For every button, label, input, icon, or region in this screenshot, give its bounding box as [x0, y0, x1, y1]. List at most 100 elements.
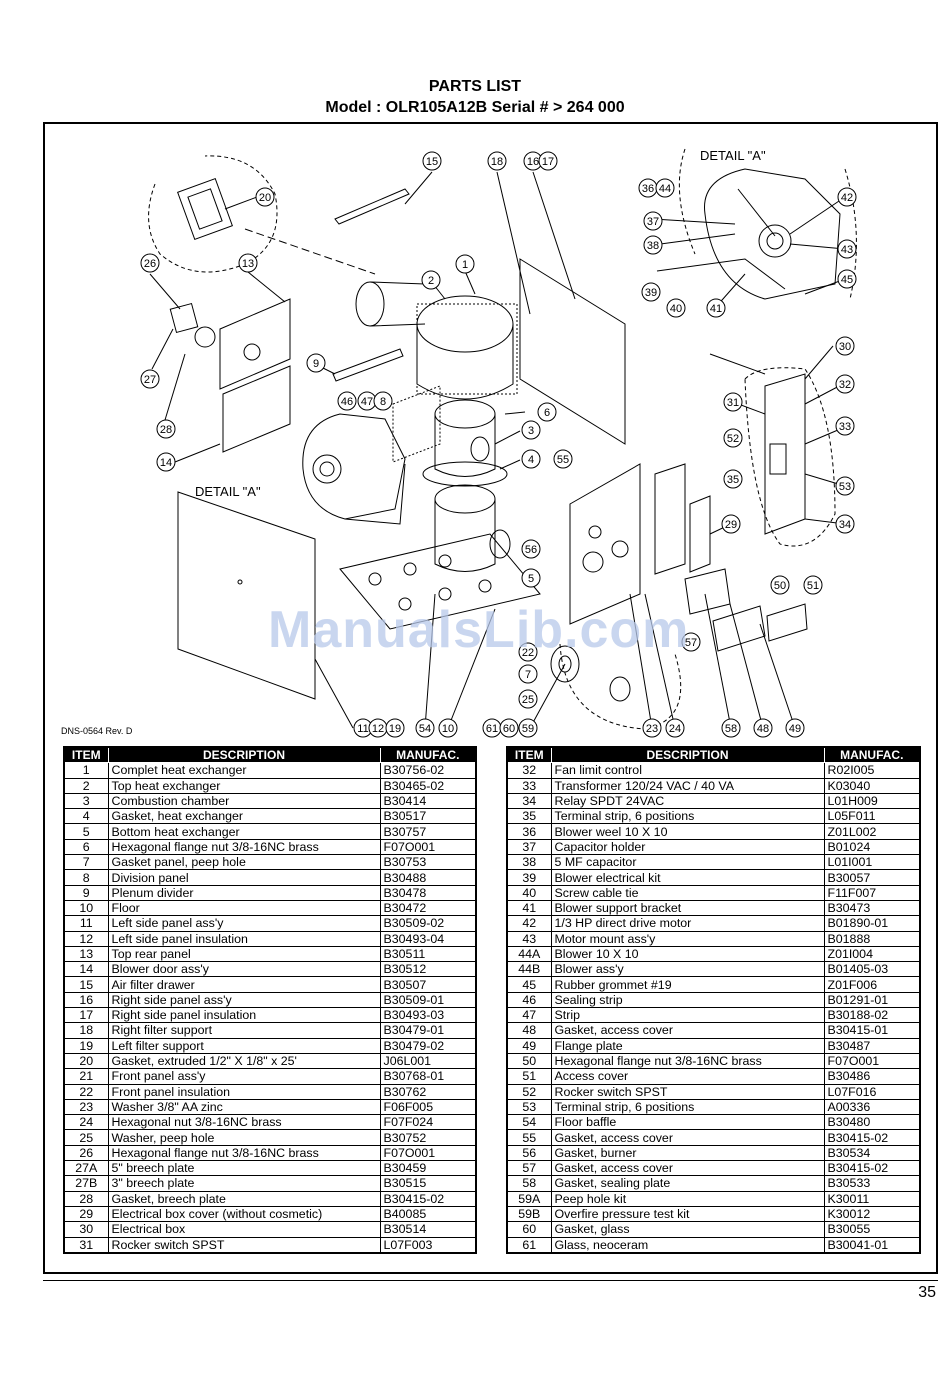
manufac-cell: B30488	[379, 869, 477, 886]
manufac-cell: B01405-03	[823, 961, 921, 978]
callout-number: 2	[428, 275, 434, 287]
description-cell: Right filter support	[107, 1022, 381, 1039]
callout-number: 36	[642, 183, 654, 195]
callout-circle	[521, 420, 541, 440]
item-cell: 15	[63, 976, 109, 993]
description-cell: Access cover	[550, 1068, 825, 1085]
callout-circle	[518, 689, 538, 709]
manufac-cell: L01I001	[823, 854, 921, 871]
item-cell: 60	[506, 1221, 552, 1238]
callout-circle	[770, 575, 790, 595]
item-cell: 14	[63, 961, 109, 978]
manufac-cell: B30479-01	[379, 1022, 477, 1039]
callout-number: 11	[357, 723, 368, 735]
callout-circle	[665, 718, 685, 738]
callout-circle	[721, 514, 741, 534]
item-cell: 24	[63, 1114, 109, 1131]
item-cell: 17	[63, 1007, 109, 1024]
description-cell: Air filter drawer	[107, 976, 381, 993]
item-cell: 28	[63, 1190, 109, 1207]
callout-number: 27	[144, 374, 156, 386]
item-cell: 11	[63, 915, 109, 932]
callout-number: 7	[525, 669, 531, 681]
callout-circle	[415, 718, 435, 738]
description-cell: Right side panel ass'y	[107, 991, 381, 1009]
description-cell: 3" breech plate	[107, 1175, 381, 1192]
description-cell: 1/3 HP direct drive motor	[550, 915, 825, 932]
description-cell: Washer, peep hole	[107, 1129, 381, 1146]
callout-circle	[803, 575, 823, 595]
description-cell: Gasket, heat exchanger	[107, 808, 381, 825]
manufac-cell: B30055	[823, 1221, 921, 1238]
col-header-manufac: MANUFAC.	[823, 746, 921, 764]
callout-number: 12	[372, 723, 384, 735]
callout-circle	[538, 151, 558, 171]
item-cell: 7	[63, 854, 109, 871]
callout-number: 54	[419, 723, 431, 735]
item-cell: 52	[506, 1083, 552, 1100]
description-cell: Complet heat exchanger	[107, 762, 381, 779]
item-cell: 39	[506, 869, 552, 886]
item-cell: 31	[63, 1236, 109, 1254]
content-frame	[43, 122, 938, 1274]
callout-number: 45	[841, 274, 853, 286]
callout-number: 9	[313, 358, 319, 370]
item-cell: 46	[506, 991, 552, 1009]
callout-number: 44	[659, 183, 671, 195]
callout-number: 50	[774, 580, 786, 592]
description-cell: Gasket, burner	[550, 1144, 825, 1162]
manufac-cell: B30479-02	[379, 1037, 477, 1054]
item-cell: 29	[63, 1205, 109, 1223]
callout-number: 16	[527, 156, 539, 168]
item-cell: 22	[63, 1083, 109, 1100]
description-cell: Washer 3/8" AA zinc	[107, 1098, 381, 1116]
detail-a-label-left: DETAIL "A"	[195, 484, 261, 499]
description-cell: Terminal strip, 6 positions	[550, 1098, 825, 1116]
manufac-cell: B30478	[379, 884, 477, 901]
watermark: ManualsLib.com	[268, 601, 690, 659]
description-cell: Blower 10 X 10	[550, 945, 825, 963]
manufac-cell: B30507	[379, 976, 477, 993]
callout-circle	[655, 178, 675, 198]
description-cell: Top heat exchanger	[107, 777, 381, 794]
manufac-cell: F11F007	[823, 884, 921, 901]
callout-circle	[723, 469, 743, 489]
callout-circle	[373, 391, 393, 411]
callout-number: 43	[841, 244, 853, 256]
description-cell: Division panel	[107, 869, 381, 886]
description-cell: Left side panel ass'y	[107, 915, 381, 932]
description-cell: Hexagonal flange nut 3/8-16NC brass	[107, 838, 381, 856]
callout-circle	[837, 239, 857, 259]
callout-circle	[499, 718, 519, 738]
callout-number: 37	[647, 216, 659, 228]
callout-circle	[518, 718, 538, 738]
model-subtitle: Model : OLR105A12B Serial # > 264 000	[325, 99, 625, 116]
callout-circle	[255, 187, 275, 207]
callout-number: 19	[389, 723, 401, 735]
description-cell: Gasket, access cover	[550, 1160, 825, 1177]
item-cell: 25	[63, 1129, 109, 1146]
callout-circle	[642, 718, 662, 738]
item-cell: 16	[63, 991, 109, 1009]
callout-circle	[421, 270, 441, 290]
description-cell: Rubber grommet #19	[550, 976, 825, 993]
description-cell: Left side panel insulation	[107, 930, 381, 947]
page-title: PARTS LIST	[428, 78, 522, 95]
description-cell: Hexagonal nut 3/8-16NC brass	[107, 1114, 381, 1131]
callout-circle	[521, 539, 541, 559]
item-cell: 55	[506, 1129, 552, 1146]
callout-number: 38	[647, 240, 659, 252]
manufac-cell: B30493-04	[379, 930, 477, 947]
item-cell: 61	[506, 1236, 552, 1254]
item-cell: 53	[506, 1098, 552, 1116]
